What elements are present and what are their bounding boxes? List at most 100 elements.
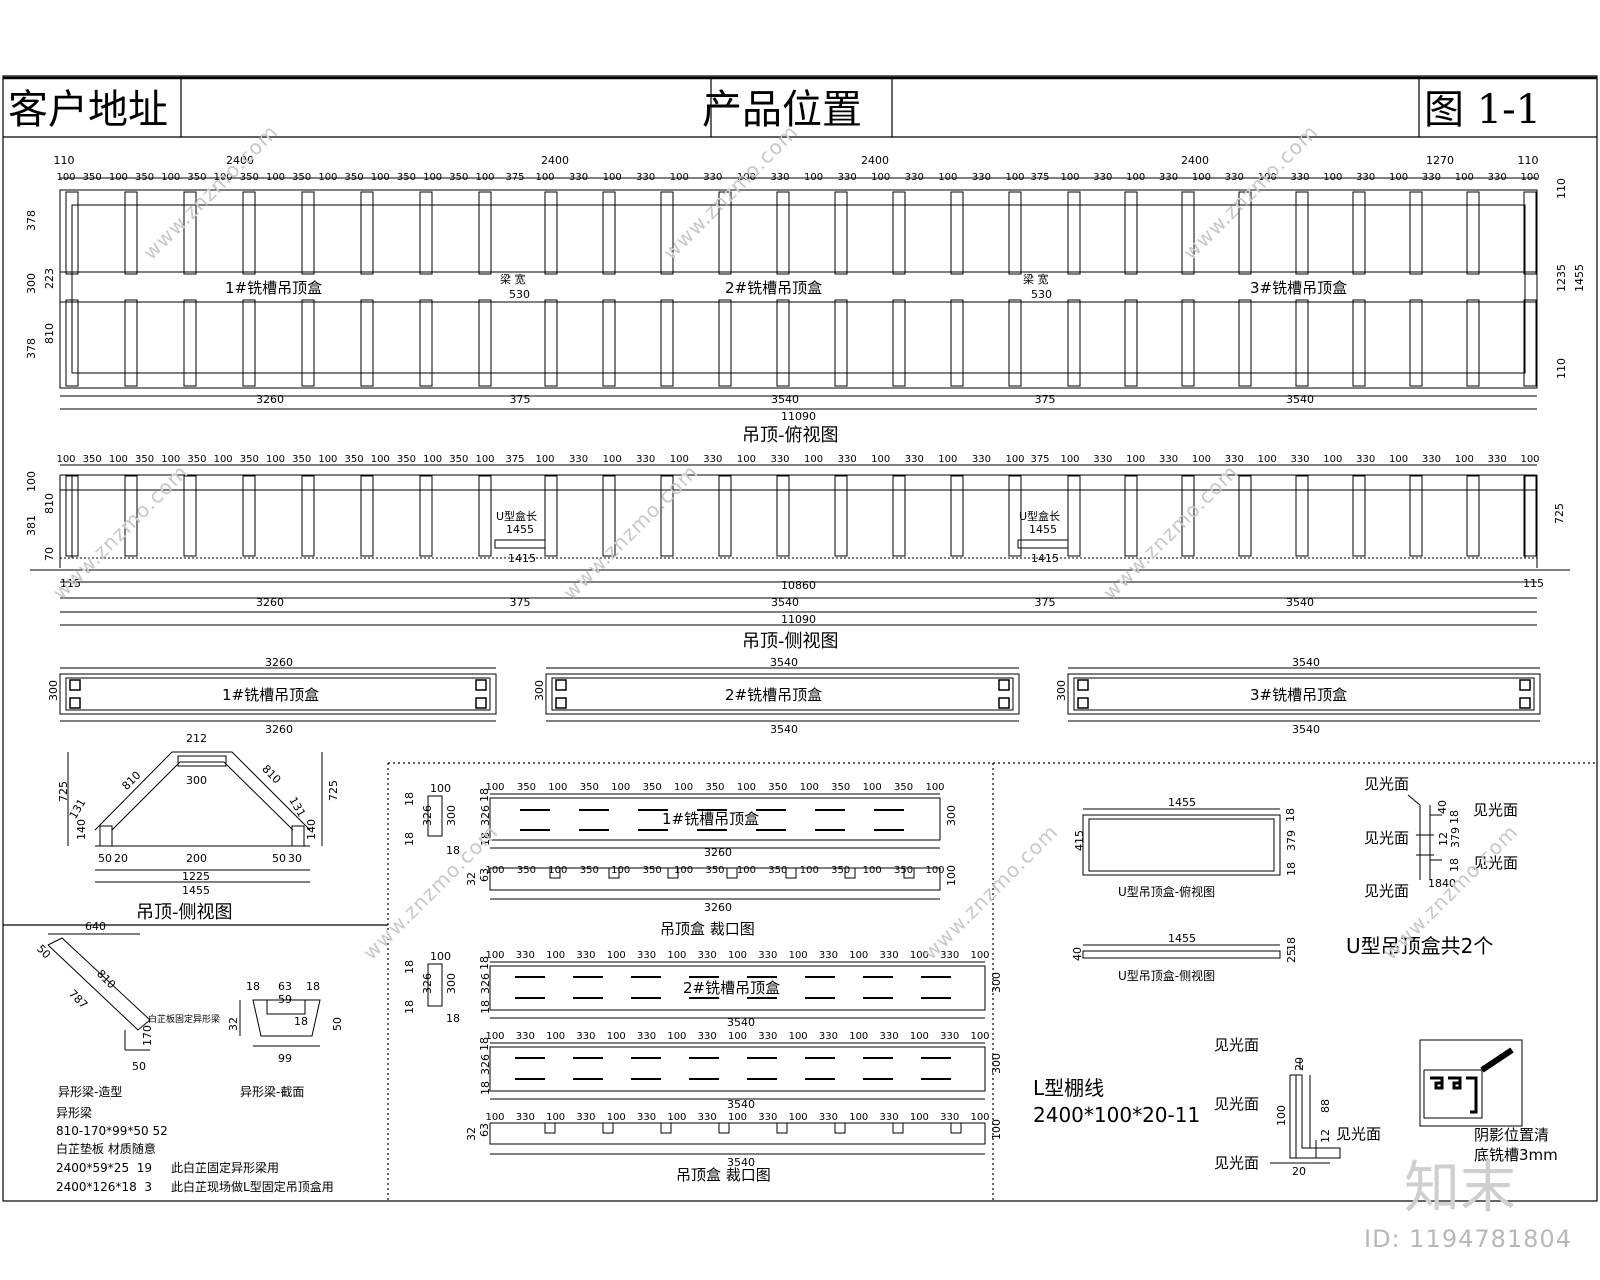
u-detail-3: 379 (1449, 827, 1462, 848)
top-dim-row-a: 350 (83, 172, 102, 183)
box-corner-mark (1077, 679, 1089, 691)
side-bottom-dim: 3540 (1286, 596, 1314, 609)
top-view-post (1238, 191, 1252, 275)
top-view-post (1409, 299, 1423, 387)
top-right-dim-3: 1455 (1573, 264, 1586, 292)
u-visible-face-2: 见光面 (1364, 829, 1409, 847)
side-dim-row-c: 100 (1126, 454, 1145, 465)
cut-box1-top-dim: 350 (831, 782, 850, 793)
cut-box2-lower-dim: 330 (637, 1112, 656, 1123)
cut-box2-lower-dim: 100 (728, 1112, 747, 1123)
section-bottom-inner: 200 (186, 852, 207, 865)
cut-box1-lower-dim: 100 (611, 865, 630, 876)
u-box-len-2: 1455 (1029, 523, 1057, 536)
top-view-post (419, 299, 433, 387)
top-view-post (1523, 299, 1537, 387)
top-view-post (242, 191, 256, 275)
box-corner-mark (555, 697, 567, 709)
l-visible-face-1: 见光面 (1214, 1036, 1259, 1054)
top-view-post (1181, 191, 1195, 275)
section-labels: 212 300 810 810 725 725 140 140 131 131 … (57, 732, 340, 923)
l-dim-1: 20 (1293, 1057, 1306, 1071)
l-dim-2: 88 (1319, 1099, 1332, 1113)
cut-box2-mid-dim: 330 (940, 1031, 959, 1042)
cut-box1-top-dim: 350 (705, 782, 724, 793)
cut-box2-top-dim: 100 (910, 950, 929, 961)
cut-box2-left-3: 18 (479, 1000, 492, 1014)
cut-box2-lower-dim: 100 (485, 1112, 504, 1123)
outer-frame (2, 75, 1598, 1202)
side-dim-row-a: 350 (449, 454, 468, 465)
cut-box2-lower-dim: 330 (576, 1112, 595, 1123)
top-dim-row-c: 330 (1422, 172, 1441, 183)
box3-plan-length-bottom: 3540 (1292, 723, 1320, 736)
top-view-post (301, 299, 315, 387)
cut-box1-height: 300 (945, 805, 958, 826)
box-plan-labels: 3260 1#铣槽吊顶盒 3260 300 3540 2#铣槽吊顶盒 3540 … (47, 656, 1347, 736)
box-corner-mark (475, 697, 487, 709)
side-dim-row-b: 100 (670, 454, 689, 465)
box-corner-mark (998, 679, 1010, 691)
top-left-dim-4: 810 (43, 323, 56, 344)
side-dim-row-c: 330 (1422, 454, 1441, 465)
cut-box2-lower-dim: 330 (880, 1112, 899, 1123)
top-view-post (1238, 299, 1252, 387)
side-view-post (1124, 475, 1138, 557)
cut-box2-lower-left-1: 63 (478, 1123, 491, 1137)
cut-box2-notch (776, 1122, 788, 1134)
beam-drawing (47, 933, 321, 1051)
top-view-post (1466, 191, 1480, 275)
cut-box1-lower-left-1: 63 (478, 868, 491, 882)
beam-note-3: 白芷垫板 材质随意 (56, 1141, 156, 1156)
beam-len2: 787 (66, 987, 90, 1011)
cut-box1-length: 3260 (704, 846, 732, 859)
top-view-total: 11090 (781, 410, 816, 423)
shadow-note-1: 阴影位置清 (1474, 1126, 1549, 1144)
top-dim-row-a: 100 (214, 172, 233, 183)
u-detail-7: 40 (1442, 877, 1456, 890)
top-dim-row-c: 100 (1258, 172, 1277, 183)
top-view-post (1008, 299, 1022, 387)
top-segment-label: 2400 (861, 154, 889, 167)
side-view-post (1295, 475, 1309, 557)
cut-box2-top-dim: 100 (728, 950, 747, 961)
cut-box1-label: 1#铣槽吊顶盒 (662, 810, 759, 828)
cut-box2-labels: 2#铣槽吊顶盒 3540 300 3540 300 3540 100 18 32… (403, 950, 1003, 1184)
cut-box2-lower-dim: 100 (789, 1112, 808, 1123)
top-view-post (183, 299, 197, 387)
side-dim-row-c: 330 (1488, 454, 1507, 465)
side-view-post (360, 475, 374, 557)
top-dim-row-c: 330 (1093, 172, 1112, 183)
side-dim-row-c: 330 (1290, 454, 1309, 465)
cut-box2-notch (602, 1122, 614, 1134)
l-line-labels: L型棚线 2400*100*20-11 见光面 见光面 见光面 见光面 20 8… (1033, 1036, 1558, 1178)
u-plan-right-2: 379 (1285, 830, 1298, 851)
top-view-post (1124, 191, 1138, 275)
cut-box2-left-1: 18 (478, 956, 491, 970)
cut-box1-left-3: 18 (479, 832, 492, 846)
side-dim-row-a: 100 (161, 454, 180, 465)
top-view-post (65, 191, 79, 275)
top-view-post (1295, 191, 1309, 275)
cut-box2-lower-dim: 330 (758, 1112, 777, 1123)
box2-label: 2#铣槽吊顶盒 (725, 279, 822, 297)
cut-box2-notch (660, 1122, 672, 1134)
cut-box1-labels: 1#铣槽吊顶盒 3260 300 3260 100 18 326 18 63 3… (403, 782, 958, 938)
top-dim-row-c: 100 (1126, 172, 1145, 183)
u-detail-1: 40 (1436, 800, 1449, 814)
top-view-post (1295, 299, 1309, 387)
side-dim-row-a: 100 (266, 454, 285, 465)
cut-box1-notch (844, 867, 856, 879)
l-dim-3: 100 (1275, 1105, 1288, 1126)
top-dim-row-c: 330 (1225, 172, 1244, 183)
side-view-post (892, 475, 906, 557)
u-visible-face-1: 见光面 (1364, 775, 1409, 793)
cut-box1-top-dim: 100 (548, 782, 567, 793)
top-segment-label: 110 (1518, 154, 1539, 167)
top-dim-row-a: 350 (345, 172, 364, 183)
side-view-post (602, 475, 616, 557)
top-dim-row-c: 330 (1159, 172, 1178, 183)
cut-box2-top-dim: 100 (607, 950, 626, 961)
cut-box2-lower-dim: 330 (516, 1112, 535, 1123)
